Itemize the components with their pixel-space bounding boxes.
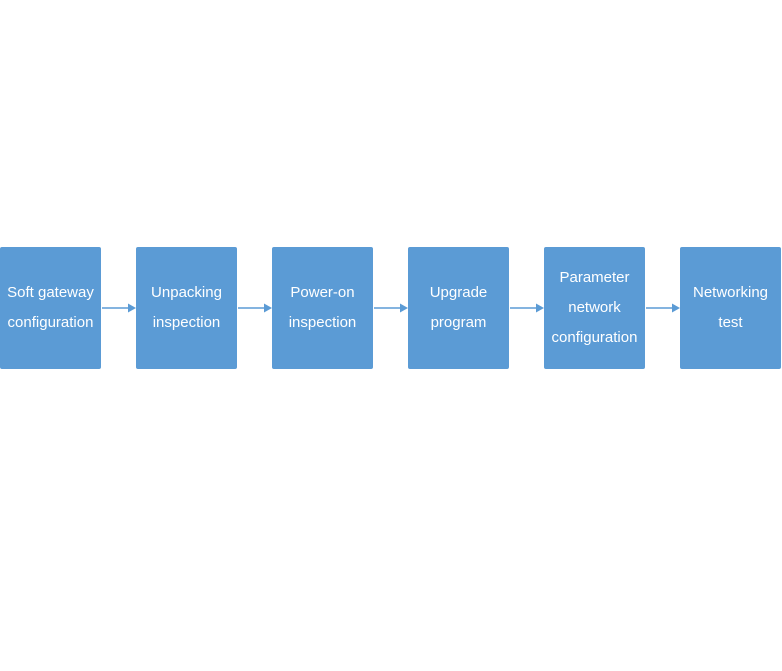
step-label: Unpacking inspection	[151, 284, 222, 331]
step-label: Soft gateway configuration	[7, 284, 94, 331]
arrow-right-icon	[646, 301, 680, 315]
step-parameter-network-configuration: Parameter network configuration	[544, 247, 645, 369]
step-power-on-inspection: Power-on inspection	[272, 247, 373, 369]
arrow-right-icon	[238, 301, 272, 315]
step-unpacking-inspection: Unpacking inspection	[136, 247, 237, 369]
arrow-right-icon	[510, 301, 544, 315]
step-label: Parameter network configuration	[551, 269, 638, 346]
step-upgrade-program: Upgrade program	[408, 247, 509, 369]
process-flow: Soft gateway configuration Unpacking ins…	[0, 247, 782, 369]
step-label: Networking test	[692, 284, 769, 331]
step-label: Power-on inspection	[288, 284, 357, 331]
arrow-right-icon	[374, 301, 408, 315]
arrow-right-icon	[102, 301, 136, 315]
step-label: Upgrade program	[429, 284, 488, 331]
step-networking-test: Networking test	[680, 247, 781, 369]
step-soft-gateway-configuration: Soft gateway configuration	[0, 247, 101, 369]
